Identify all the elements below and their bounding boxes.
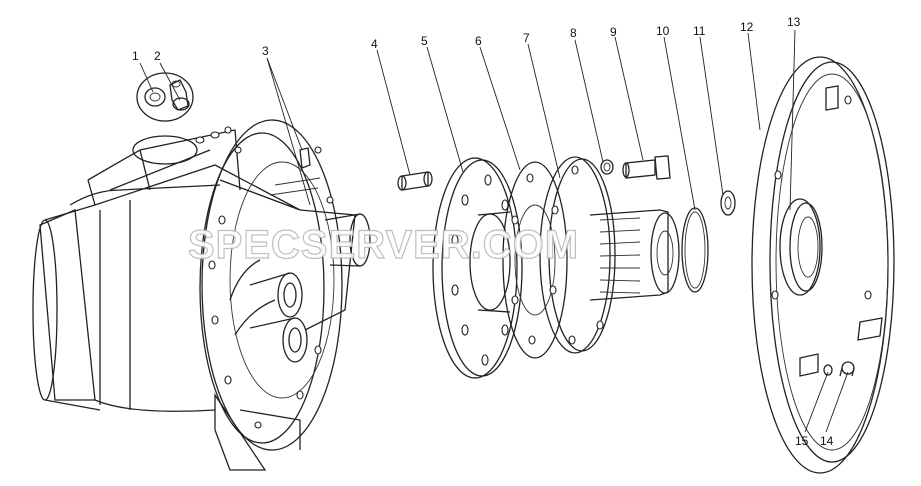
watermark-text: SPECSERVER.COM [188,223,579,267]
part-7-splined-hub [539,156,680,354]
part-6-gasket [502,161,568,359]
callout-14: 14 [820,434,834,448]
part-2-breather [169,79,190,111]
gear-housing [32,119,371,471]
callout-10: 10 [656,24,670,38]
part-10-o-ring [681,207,709,293]
part-9-bolt [622,155,671,180]
callout-2: 2 [154,49,161,63]
callout-5: 5 [421,34,428,48]
callout-8: 8 [570,26,577,40]
callout-6: 6 [475,34,482,48]
part-15-washer [823,364,833,376]
part-8-washer [600,159,614,175]
callout-4: 4 [371,37,378,51]
callout-7: 7 [523,31,530,45]
callout-11: 11 [693,24,706,38]
callout-12: 12 [740,20,754,34]
part-13-seal [779,198,823,296]
part-11-lock-washer [720,190,736,216]
part-14-screw [839,361,855,377]
part-12-cover [751,56,895,474]
part-5-flange [432,157,523,379]
part-4-dowel-pin [397,171,433,191]
callout-13: 13 [787,15,801,29]
callout-15: 15 [795,434,809,448]
callout-9: 9 [610,25,617,39]
callout-labels: 1 2 3 4 5 6 7 8 9 10 11 12 13 14 15 [132,15,834,448]
callout-3: 3 [262,44,269,58]
callout-1: 1 [132,49,139,63]
part-1-plug [144,87,166,107]
leader-lines [139,29,849,433]
